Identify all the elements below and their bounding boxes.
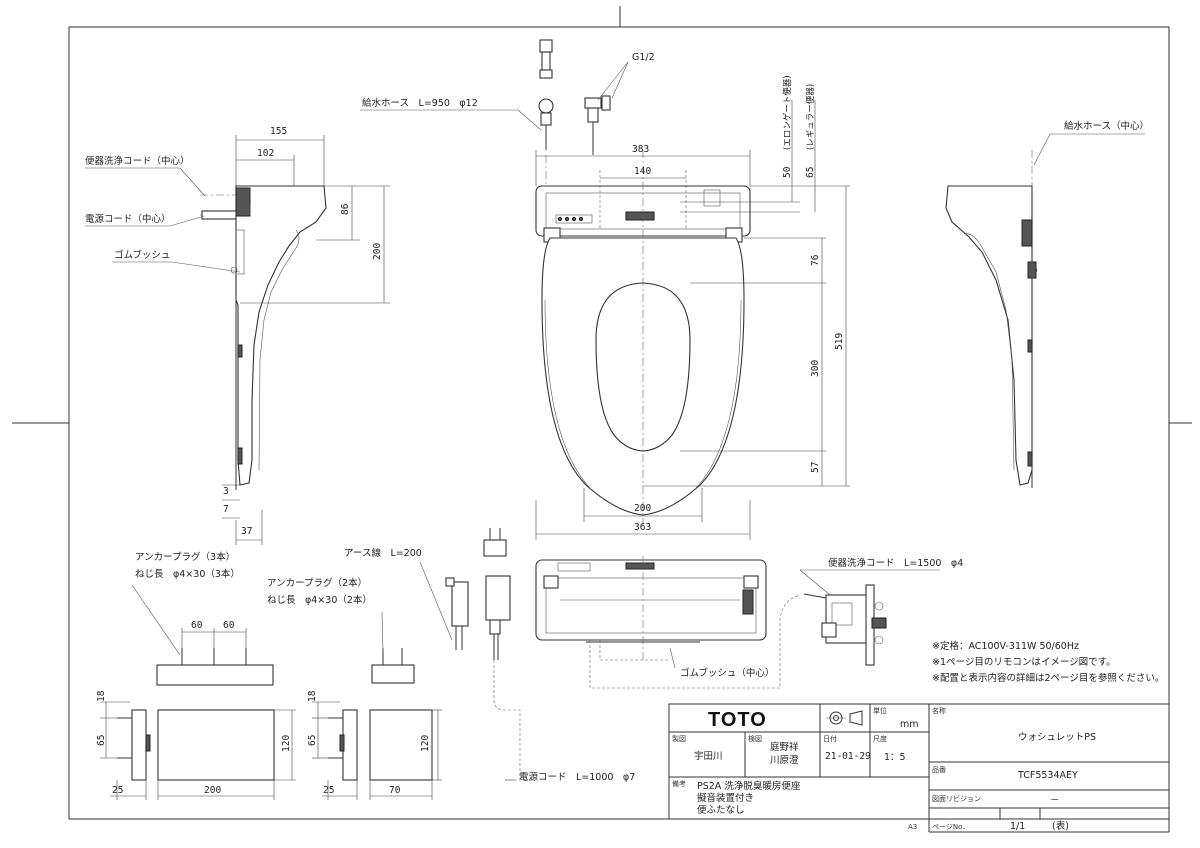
model-value: TCF5534AEY <box>1017 770 1078 781</box>
remark-line-2: 擬音装置付き <box>697 792 754 804</box>
dim-plate3-25: 25 <box>112 785 123 796</box>
notes: ※定格：AC100V-311W 50/60Hz ※1ページ目のリモコンはイメージ… <box>932 640 1164 684</box>
callout-toilet-wash-cord: 便器洗浄コード L=1500 φ4 <box>828 557 963 569</box>
callout-elongated: (エロンゲート便器) <box>782 75 793 150</box>
unit-value: mm <box>900 719 919 730</box>
dim-front-300: 300 <box>810 360 821 377</box>
notes-label: 備考 <box>672 779 686 788</box>
wash-unit: 便器洗浄コード L=1500 φ4 <box>799 557 963 666</box>
dim-side-7: 7 <box>223 504 229 515</box>
sheet-size: A3 <box>908 823 917 831</box>
note-rating: ※定格：AC100V-311W 50/60Hz <box>932 640 1079 652</box>
scale-value: 1：5 <box>884 752 906 763</box>
dim-front-65: 65 <box>805 167 816 178</box>
dim-front-140: 140 <box>634 166 651 177</box>
checker-value: 庭野祥 <box>770 741 799 753</box>
dim-side-102: 102 <box>257 148 274 159</box>
dim-front-200: 200 <box>634 503 651 514</box>
note-remote: ※1ページ目のリモコンはイメージ図です。 <box>932 657 1116 668</box>
revision-label: 図面リビジョン <box>932 794 981 803</box>
sheet-frame <box>12 6 1192 820</box>
dim-plate3-18: 18 <box>96 690 107 702</box>
dim-side-37: 37 <box>241 526 252 537</box>
callout-thread: G1/2 <box>632 52 655 63</box>
dim-plate3-120: 120 <box>281 735 292 752</box>
anchor-plate-2: アンカープラグ（2本） ねじ長 φ4×30（2本） <box>267 577 415 684</box>
drafter-label: 製図 <box>672 734 686 743</box>
date-label: 日付 <box>823 734 837 743</box>
page-value: 1/1 <box>1010 821 1025 832</box>
callout-screw-3: ねじ長 φ4×30（3本） <box>135 568 240 580</box>
name-label: 名称 <box>932 706 946 715</box>
dim-plate-60b: 60 <box>223 620 235 631</box>
dim-plate2-18: 18 <box>307 690 318 702</box>
callout-anchor-plug-3: アンカープラグ（3本） <box>135 551 235 563</box>
checker-label: 検図 <box>748 734 762 743</box>
model-label: 品番 <box>932 766 946 774</box>
callout-power-cord-center: 電源コード（中心） <box>85 213 171 225</box>
page-label: ページNo． <box>932 823 969 831</box>
front-view: 383 140 50 65 76 300 519 57 200 363 給水ホー… <box>360 39 850 540</box>
date-value: 21-01-29 <box>825 751 871 762</box>
callout-rubber-bush-left: ゴムブッシュ <box>114 249 170 261</box>
dim-plate3-200: 200 <box>204 785 221 796</box>
dim-side-3: 3 <box>223 486 229 497</box>
plate3-views: 18 65 120 25 200 <box>96 690 296 800</box>
dim-plate2-70: 70 <box>389 785 401 796</box>
front-elevation: ゴムブッシュ（中心） <box>535 556 801 689</box>
left-side-view: 155 102 86 200 3 7 37 便器洗浄コード（中心） 電源コード（… <box>85 126 390 545</box>
unit-label: 単位 <box>873 706 887 715</box>
dim-plate2-120: 120 <box>420 735 431 752</box>
anchor-plate-3: 60 60 アンカープラグ（3本） ねじ長 φ4×30（3本） <box>131 551 274 686</box>
revision-value: － <box>1050 795 1060 806</box>
remark-line-3: 便ふたなし <box>697 804 745 816</box>
note-reference: ※配置と表示内容の詳細は2ページ目を参照ください。 <box>932 672 1164 684</box>
dim-plate2-25: 25 <box>323 785 334 796</box>
page-note: (表) <box>1052 820 1069 832</box>
dim-plate2-65: 65 <box>307 735 318 746</box>
dim-side-200: 200 <box>372 243 383 260</box>
brand-logo: TOTO <box>708 709 767 731</box>
drafter-value: 宇田川 <box>694 750 723 762</box>
remark-line-1: PS2A 洗浄脱臭暖房便座 <box>697 780 801 792</box>
dim-side-155: 155 <box>270 126 287 137</box>
dim-front-57: 57 <box>810 462 821 473</box>
dim-plate3-65: 65 <box>96 735 107 746</box>
callout-earth-wire: アース線 L=200 <box>344 547 422 559</box>
callout-anchor-plug-2: アンカープラグ（2本） <box>267 577 367 589</box>
dim-front-363: 363 <box>634 522 651 533</box>
dim-front-50: 50 <box>782 166 793 178</box>
checker-value-2: 川原澄 <box>770 754 799 766</box>
right-side-view: 給水ホース（中心） <box>945 120 1149 488</box>
scale-label: 尺度 <box>873 734 887 743</box>
callout-screw-2: ねじ長 φ4×30（2本） <box>267 594 372 606</box>
callout-regular: (レギュラー便器) <box>805 84 816 150</box>
dim-front-519: 519 <box>834 333 845 350</box>
plate2-views: 18 65 120 25 70 <box>307 690 442 800</box>
product-name: ウォシュレットPS <box>1018 732 1096 743</box>
dim-front-76: 76 <box>810 254 821 266</box>
callout-toilet-wash-cord-center: 便器洗浄コード（中心） <box>85 155 190 167</box>
callout-water-hose-left: 給水ホース L=950 φ12 <box>362 97 478 109</box>
title-block: TOTO 単位 mm 名称 ウォシュレットPS 製図 宇田川 検図 庭野祥 川原… <box>668 703 1170 833</box>
dim-plate-60a: 60 <box>191 620 203 631</box>
callout-rubber-bush-center: ゴムブッシュ（中心） <box>680 667 774 679</box>
dim-front-383: 383 <box>632 144 649 155</box>
callout-power-cord: 電源コード L=1000 φ7 <box>519 772 635 783</box>
power-plug: アース線 L=200 電源コード L=1000 φ7 <box>344 528 635 783</box>
projection-symbol-icon <box>826 710 863 726</box>
dim-side-86: 86 <box>340 203 351 215</box>
callout-water-hose-right: 給水ホース（中心） <box>1064 120 1149 132</box>
